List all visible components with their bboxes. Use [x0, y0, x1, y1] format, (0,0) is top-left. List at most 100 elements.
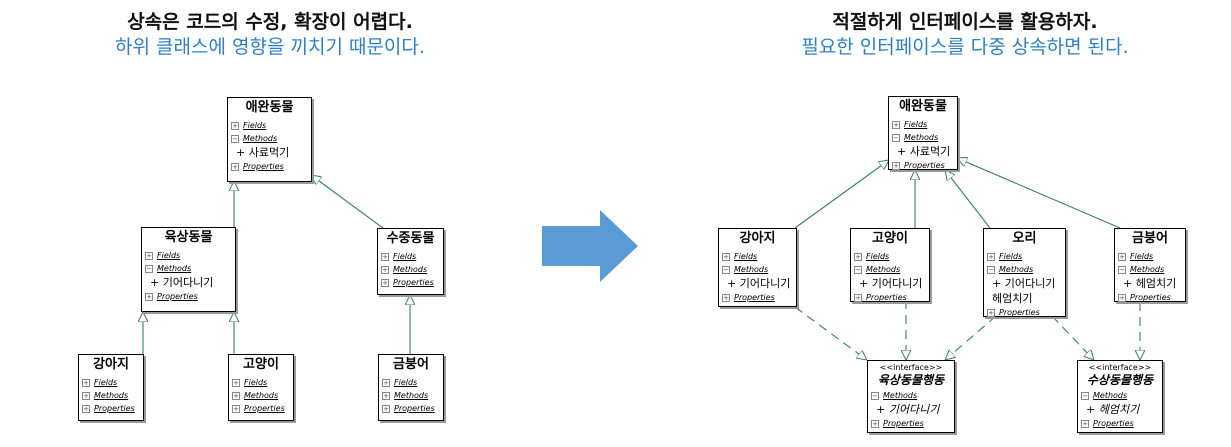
- inherit-dog-animal: [794, 160, 889, 229]
- expand-icon[interactable]: +: [382, 379, 390, 387]
- interface-water-behavior[interactable]: <<interface>> 수상동물행동 −Methods + 헤엄치기 +Pr…: [1077, 360, 1163, 433]
- methods-section: −Methods: [892, 133, 939, 142]
- methods-section: −Methods: [854, 265, 901, 274]
- expand-icon[interactable]: +: [381, 279, 389, 287]
- fields-section: +Fields: [231, 121, 267, 130]
- class-name: 고양이: [243, 357, 279, 372]
- expand-icon[interactable]: +: [987, 253, 995, 261]
- inherit-fish-animal: [957, 158, 1121, 229]
- class-goldfish-left[interactable]: 금붕어 +Fields +Methods +Properties: [378, 354, 444, 421]
- methods-section: +Methods: [382, 391, 429, 400]
- class-duck-right[interactable]: 오리 +Fields −Methods + 기어다니기 헤엄치기 +Proper…: [983, 228, 1066, 317]
- class-dog-right[interactable]: 강아지 +Fields −Methods + 기어다니기 +Properties: [718, 228, 797, 307]
- expand-icon[interactable]: +: [722, 294, 730, 302]
- expand-icon[interactable]: +: [722, 253, 730, 261]
- expand-icon[interactable]: +: [381, 266, 389, 274]
- collapse-icon[interactable]: −: [854, 266, 862, 274]
- class-name: 오리: [1012, 231, 1037, 246]
- expand-icon[interactable]: +: [871, 420, 879, 428]
- methods-section: −Methods: [1118, 265, 1165, 274]
- expand-icon[interactable]: +: [381, 253, 389, 261]
- expand-icon[interactable]: +: [382, 392, 390, 400]
- methods-section: −Methods: [987, 265, 1034, 274]
- properties-section: +Properties: [987, 308, 1040, 317]
- expand-icon[interactable]: +: [82, 392, 90, 400]
- realize-duck-iwater: [1051, 315, 1094, 360]
- methods-section: −Methods: [231, 134, 278, 143]
- method-item: + 기어다니기: [992, 277, 1056, 290]
- expand-icon[interactable]: +: [231, 163, 239, 171]
- properties-section: +Properties: [1081, 419, 1134, 428]
- class-dog-left[interactable]: 강아지 +Fields +Methods +Properties: [78, 354, 144, 421]
- class-animal-right[interactable]: 애완동물 +Fields −Methods + 사료먹기 +Properties: [888, 96, 958, 170]
- properties-section: +Properties: [145, 292, 198, 301]
- left-heading-line2: 하위 클래스에 영향을 끼치기 때문이다.: [115, 36, 425, 58]
- expand-icon[interactable]: +: [1081, 420, 1089, 428]
- transition-arrow: [542, 210, 638, 282]
- realize-dog-iland: [794, 306, 867, 360]
- method-item: + 헤엄치기: [1086, 403, 1140, 416]
- collapse-icon[interactable]: −: [231, 135, 239, 143]
- expand-icon[interactable]: +: [82, 379, 90, 387]
- right-heading-line1: 적절하게 인터페이스를 활용하자.: [832, 11, 1098, 33]
- class-cat-left[interactable]: 고양이 +Fields +Methods +Properties: [228, 354, 294, 421]
- expand-icon[interactable]: +: [892, 162, 900, 170]
- interface-land-behavior[interactable]: <<interface>> 육상동물행동 −Methods + 기어다니기 +P…: [867, 360, 955, 433]
- expand-icon[interactable]: +: [382, 405, 390, 413]
- right-heading-line2: 필요한 인터페이스를 다중 상속하면 된다.: [801, 36, 1129, 58]
- properties-section: +Properties: [231, 162, 284, 171]
- expand-icon[interactable]: +: [231, 122, 239, 130]
- properties-section: +Properties: [854, 293, 907, 302]
- realize-duck-iland: [945, 315, 997, 360]
- methods-section: −Methods: [1081, 391, 1128, 400]
- methods-section: +Methods: [82, 391, 129, 400]
- collapse-icon[interactable]: −: [722, 266, 730, 274]
- expand-icon[interactable]: +: [892, 121, 900, 129]
- method-item: + 기어다니기: [876, 403, 940, 416]
- class-land-animal-left[interactable]: 육상동물 +Fields −Methods + 기어다니기 +Propertie…: [141, 227, 236, 312]
- expand-icon[interactable]: +: [1118, 294, 1126, 302]
- method-item: + 사료먹기: [897, 145, 951, 158]
- fields-section: +Fields: [82, 378, 118, 387]
- fields-section: +Fields: [381, 252, 417, 261]
- method-item: + 기어다니기: [859, 277, 923, 290]
- class-name: 고양이: [872, 231, 908, 246]
- class-cat-right[interactable]: 고양이 +Fields −Methods + 기어다니기 +Properties: [850, 228, 930, 302]
- expand-icon[interactable]: +: [854, 253, 862, 261]
- class-animal-left[interactable]: 애완동물 +Fields −Methods + 사료먹기 +Properties: [227, 97, 312, 182]
- right-heading: 적절하게 인터페이스를 활용하자. 필요한 인터페이스를 다중 상속하면 된다.: [715, 10, 1215, 60]
- expand-icon[interactable]: +: [987, 309, 995, 317]
- expand-icon[interactable]: +: [145, 293, 153, 301]
- collapse-icon[interactable]: −: [871, 392, 879, 400]
- left-heading-line1: 상속은 코드의 수정, 확장이 어렵다.: [127, 11, 413, 33]
- expand-icon[interactable]: +: [232, 379, 240, 387]
- method-item: 헤엄치기: [992, 292, 1033, 305]
- properties-section: +Properties: [722, 293, 775, 302]
- expand-icon[interactable]: +: [1118, 253, 1126, 261]
- fields-section: +Fields: [722, 252, 758, 261]
- collapse-icon[interactable]: −: [1118, 266, 1126, 274]
- expand-icon[interactable]: +: [232, 392, 240, 400]
- interface-name: 육상동물행동: [877, 373, 945, 387]
- class-name: 금붕어: [393, 357, 429, 372]
- class-goldfish-right[interactable]: 금붕어 +Fields −Methods + 헤엄치기 +Properties: [1114, 228, 1186, 302]
- collapse-icon[interactable]: −: [892, 134, 900, 142]
- fields-section: +Fields: [145, 251, 181, 260]
- fields-section: +Fields: [892, 120, 928, 129]
- expand-icon[interactable]: +: [232, 405, 240, 413]
- class-water-animal-left[interactable]: 수중동물 +Fields +Methods +Properties: [377, 228, 444, 295]
- class-name: 애완동물: [899, 99, 947, 114]
- class-name: 수중동물: [386, 231, 435, 246]
- collapse-icon[interactable]: −: [145, 265, 153, 273]
- method-item: + 기어다니기: [727, 277, 791, 290]
- methods-section: +Methods: [232, 391, 279, 400]
- expand-icon[interactable]: +: [854, 294, 862, 302]
- expand-icon[interactable]: +: [82, 405, 90, 413]
- methods-section: −Methods: [722, 265, 769, 274]
- expand-icon[interactable]: +: [145, 252, 153, 260]
- collapse-icon[interactable]: −: [987, 266, 995, 274]
- properties-section: +Properties: [232, 404, 285, 413]
- collapse-icon[interactable]: −: [1081, 392, 1089, 400]
- methods-section: +Methods: [381, 265, 428, 274]
